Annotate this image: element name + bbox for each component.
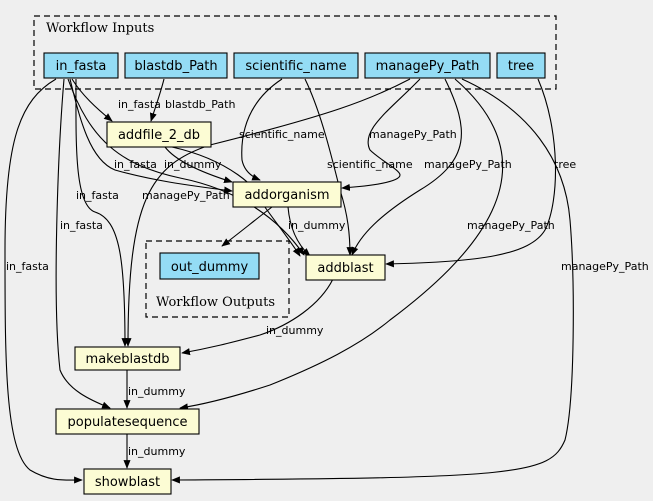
step-node-addorganism[interactable]: addorganism: [232, 181, 342, 208]
step-node-populatesequence[interactable]: populatesequence: [55, 408, 200, 435]
workflow-outputs-title: Workflow Outputs: [156, 295, 275, 310]
edge-in_fasta-addorganism: [69, 78, 233, 194]
edge-managepy-populatesequence: [179, 78, 503, 411]
edge-scientific-addorganism: [241, 78, 283, 181]
input-node-in_fasta[interactable]: in_fasta: [43, 52, 119, 79]
edge-label: in_dummy: [288, 219, 346, 232]
edge-label: in_dummy: [266, 324, 324, 337]
svg-text:addorganism: addorganism: [244, 188, 329, 203]
svg-text:addblast: addblast: [317, 261, 373, 276]
edge-label: managePy_Path: [142, 189, 230, 202]
edge-label: managePy_Path: [467, 219, 555, 232]
output-node-out_dummy[interactable]: out_dummy: [159, 252, 260, 280]
edge-managepy-addorganism: [341, 78, 421, 191]
edge-managepy-addblast: [351, 78, 462, 256]
edge-label: tree: [554, 158, 576, 171]
edge-managepy-showblast: [171, 78, 574, 484]
svg-text:tree: tree: [508, 59, 534, 74]
edge-blastdb-addfile: [149, 78, 165, 122]
input-node-blastdb_path[interactable]: blastdb_Path: [124, 52, 228, 79]
edge-label: in_fasta: [114, 158, 157, 171]
edge-tree-addblast: [385, 78, 557, 268]
input-node-managepy_path[interactable]: managePy_Path: [364, 52, 491, 79]
step-node-makeblastdb[interactable]: makeblastdb: [74, 346, 181, 371]
svg-text:scientific_name: scientific_name: [245, 59, 346, 74]
edge-label: in_dummy: [164, 158, 222, 171]
step-node-addfile_2_db[interactable]: addfile_2_db: [106, 121, 212, 148]
edge-addfile-addorganism: [164, 146, 233, 183]
svg-text:addfile_2_db: addfile_2_db: [118, 128, 200, 143]
svg-text:showblast: showblast: [95, 475, 160, 490]
workflow-outputs-cluster: [145, 240, 290, 318]
step-node-addblast[interactable]: addblast: [305, 254, 386, 281]
edge-label: in_dummy: [128, 445, 186, 458]
edge-in_fasta-populatesequence: [55, 78, 111, 409]
edge-label: in_fasta: [6, 260, 49, 273]
edge-label: in_dummy: [128, 385, 186, 398]
workflow-inputs-cluster: [33, 15, 557, 90]
edge-in_fasta-showblast: [4, 78, 83, 484]
edge-in_fasta-makeblastdb: [75, 78, 129, 347]
edge-label: scientific_name: [327, 158, 413, 171]
svg-text:in_fasta: in_fasta: [56, 59, 107, 74]
edge-addblast-makeblastdb: [181, 278, 334, 356]
edge-addorganism-out_dummy: [221, 206, 273, 247]
edge-label: managePy_Path: [561, 260, 649, 273]
edge-label: in_fasta: [60, 219, 103, 232]
svg-text:populatesequence: populatesequence: [67, 415, 187, 430]
edge-label: scientific_name: [239, 128, 325, 141]
svg-text:blastdb_Path: blastdb_Path: [134, 59, 217, 74]
svg-text:managePy_Path: managePy_Path: [376, 59, 480, 74]
edge-label: managePy_Path: [369, 128, 457, 141]
edge-label: blastdb_Path: [165, 98, 235, 111]
step-node-showblast[interactable]: showblast: [83, 468, 172, 495]
svg-text:out_dummy: out_dummy: [171, 260, 249, 275]
edge-label: in_fasta: [118, 98, 161, 111]
workflow-inputs-title: Workflow Inputs: [46, 21, 154, 36]
edge-label: managePy_Path: [424, 158, 512, 171]
input-node-scientific_name[interactable]: scientific_name: [233, 52, 359, 79]
input-node-tree[interactable]: tree: [496, 52, 546, 79]
edge-labels: in_fasta blastdb_Path scientific_name ma…: [6, 98, 649, 458]
edge-in_fasta-addfile: [71, 78, 113, 122]
edge-addorganism-addblast: [287, 206, 311, 257]
edge-label: in_fasta: [76, 189, 119, 202]
svg-text:makeblastdb: makeblastdb: [86, 352, 170, 367]
